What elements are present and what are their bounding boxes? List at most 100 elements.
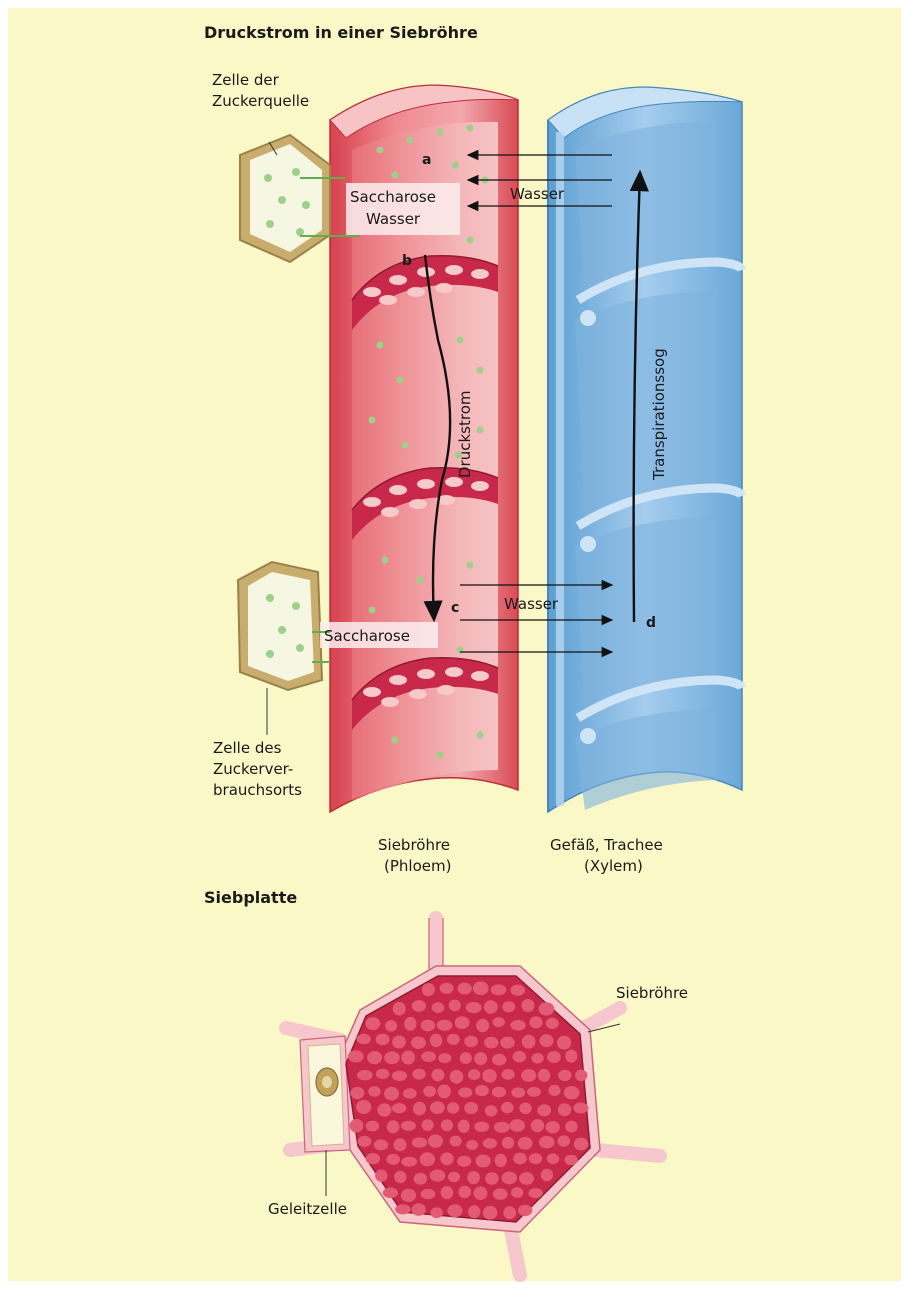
sieve-pore xyxy=(376,1069,390,1079)
vessel-label-line2: (Xylem) xyxy=(584,857,643,875)
sieve-pore xyxy=(413,1102,426,1116)
sieve-pore xyxy=(547,1051,561,1063)
sieve-pore xyxy=(356,1100,371,1114)
sieve-pore xyxy=(493,1188,508,1199)
sieve-pore xyxy=(421,1020,435,1032)
sieve-pore xyxy=(421,1189,436,1199)
sieve-pore xyxy=(493,1017,505,1027)
sieve-pore xyxy=(466,1140,478,1150)
sieve-pore xyxy=(502,1001,515,1012)
sieve-pore xyxy=(476,1155,491,1168)
sieve-pore xyxy=(558,1103,571,1116)
sieve-tube-label-line1: Siebröhre xyxy=(378,836,450,854)
water-top-label: Wasser xyxy=(510,185,565,203)
sieve-pore xyxy=(447,1102,459,1113)
sieve-pore xyxy=(557,1036,571,1050)
sieve-pore xyxy=(430,1207,443,1218)
sieve-pore xyxy=(483,1206,498,1220)
sucrose-top-label: Saccharose xyxy=(350,188,436,206)
sieve-pore xyxy=(375,1169,387,1181)
sieve-pore xyxy=(412,1203,426,1216)
sieve-pore xyxy=(412,1069,425,1080)
sieve-pore xyxy=(422,1119,434,1131)
sieve-pore xyxy=(350,1087,364,1099)
sieve-pore xyxy=(395,1204,410,1214)
source-cell-label-line1: Zelle der xyxy=(212,71,280,89)
sieve-pore xyxy=(474,1186,488,1200)
sieve-pore xyxy=(422,983,435,996)
sieve-pore xyxy=(383,1188,398,1199)
point-b: b xyxy=(402,253,412,269)
sieve-pore xyxy=(460,1052,472,1064)
sieve-pore xyxy=(464,1102,478,1114)
companion-cell-label: Geleitzelle xyxy=(268,1200,347,1218)
sieve-pore xyxy=(474,1122,489,1132)
sieve-pore xyxy=(431,1069,444,1082)
sieve-pore xyxy=(519,1172,534,1185)
sieve-pore xyxy=(358,1136,372,1147)
sieve-plate-sieve-tube-label: Siebröhre xyxy=(616,984,688,1002)
sieve-pore xyxy=(546,1018,559,1029)
sieve-pore xyxy=(547,1153,560,1164)
sieve-pore xyxy=(484,1037,498,1049)
sieve-pore xyxy=(366,1017,381,1030)
sieve-pore xyxy=(393,1002,406,1016)
sieve-pore xyxy=(511,1087,525,1097)
sieve-pore xyxy=(377,1103,391,1117)
source-cell-label-line2: Zuckerquelle xyxy=(212,92,309,110)
sieve-pore xyxy=(513,1153,527,1165)
sieve-pore xyxy=(401,1157,417,1167)
sieve-pore xyxy=(447,1204,462,1217)
sieve-pore xyxy=(401,1189,416,1202)
sieve-pore xyxy=(565,1121,577,1133)
sieve-pore xyxy=(485,1172,498,1185)
xylem-vessel xyxy=(548,87,742,812)
sieve-pore xyxy=(494,1122,510,1133)
sieve-pore xyxy=(539,1136,555,1149)
sieve-pore xyxy=(521,1069,536,1082)
sieve-pore xyxy=(473,981,489,995)
sieve-pore xyxy=(531,1119,545,1132)
sieve-pore xyxy=(448,1172,460,1182)
sieve-pore xyxy=(558,1070,571,1081)
sieve-pore xyxy=(529,1153,542,1164)
sieve-pore xyxy=(483,1138,497,1148)
sieve-pore xyxy=(458,983,472,995)
sieve-pore xyxy=(430,1170,446,1182)
sieve-pore xyxy=(492,1054,506,1066)
diagram-title: Druckstrom in einer Siebröhre xyxy=(204,23,478,42)
sieve-pore xyxy=(376,1034,390,1046)
sieve-pore xyxy=(450,1136,462,1147)
sieve-pore xyxy=(522,1035,536,1049)
sieve-pore xyxy=(482,1069,496,1083)
sieve-pore xyxy=(511,1187,523,1198)
sieve-pore xyxy=(458,1087,472,1097)
sieve-pore xyxy=(350,1119,364,1132)
sieve-pore xyxy=(464,1036,478,1048)
sieve-pore xyxy=(518,1205,532,1216)
sieve-pore xyxy=(574,1138,588,1151)
sucrose-bottom-label: Saccharose xyxy=(324,627,410,645)
sieve-pore xyxy=(403,1088,417,1098)
vessel-label-line1: Gefäß, Trachee xyxy=(550,836,663,854)
sieve-pore xyxy=(404,1017,416,1031)
sieve-pore xyxy=(474,1052,487,1065)
sieve-pore xyxy=(440,983,454,994)
sieve-pore xyxy=(420,1152,435,1166)
sieve-pore xyxy=(428,1134,443,1147)
sieve-pore xyxy=(518,1137,533,1150)
sieve-pore xyxy=(392,1036,406,1049)
sieve-pore xyxy=(366,1153,381,1164)
sieve-plate-cross-section xyxy=(286,918,660,1275)
sieve-pore xyxy=(357,1034,371,1044)
sieve-pore xyxy=(485,1105,497,1116)
sieve-pore xyxy=(529,1016,542,1028)
sieve-pore xyxy=(495,1154,507,1167)
sieve-pore xyxy=(384,1051,400,1064)
sieve-pore xyxy=(509,1119,525,1132)
sieve-pore xyxy=(394,1171,406,1183)
sieve-pore xyxy=(440,1152,453,1165)
sieve-pore xyxy=(387,1120,400,1133)
